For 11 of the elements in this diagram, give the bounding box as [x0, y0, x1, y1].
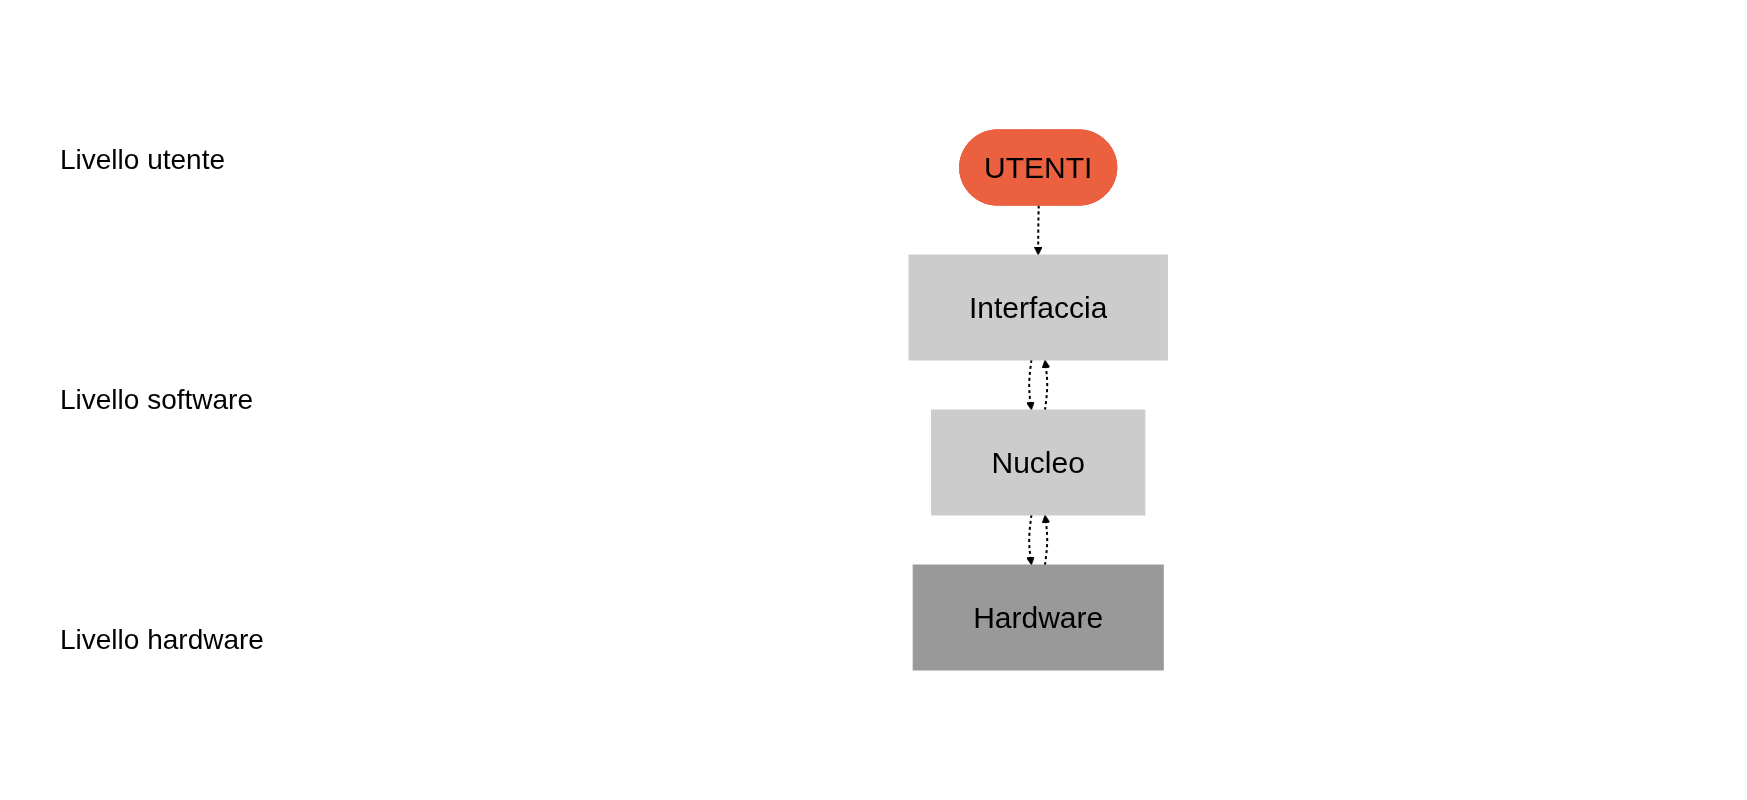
layer-label: Livello software: [60, 384, 254, 416]
arrow: [1026, 514, 1036, 566]
layer-label: Livello hardware: [60, 624, 265, 656]
node-box: Nucleo: [931, 409, 1146, 516]
node-box: Interfaccia: [908, 254, 1169, 361]
node-box: Hardware: [912, 564, 1165, 671]
arrow: [1026, 359, 1036, 411]
layer-label: Livello utente: [60, 144, 226, 176]
arrow: [1034, 204, 1043, 256]
arrow: [1041, 514, 1051, 566]
arrow: [1041, 359, 1051, 411]
